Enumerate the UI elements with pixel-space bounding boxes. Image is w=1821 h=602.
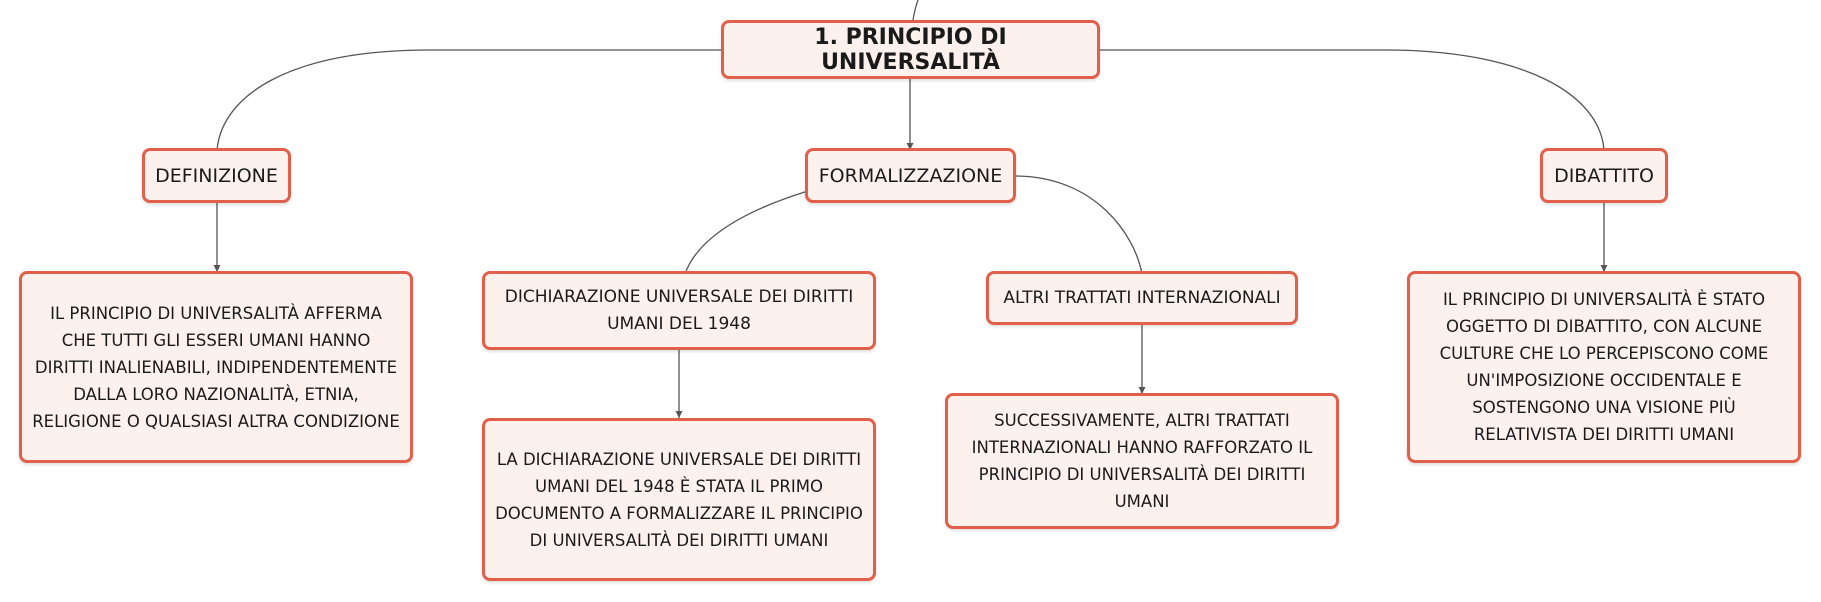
arrowhead: [675, 411, 683, 418]
connector-formalizzazione-dichiarazione: [684, 190, 809, 275]
node-dibattito-text[interactable]: IL PRINCIPIO DI UNIVERSALITÀ È STATO OGG…: [1407, 271, 1801, 463]
connector-root-dibattito: [1099, 49, 1605, 151]
root-title: 1. PRINCIPIO DI UNIVERSALITÀ: [814, 24, 1007, 75]
dibattito-label: DIBATTITO: [1554, 164, 1654, 187]
connector-root-definizione: [216, 49, 722, 151]
arrowhead: [906, 143, 914, 150]
dichiarazione-text: LA DICHIARAZIONE UNIVERSALE DEI DIRITTI …: [495, 449, 863, 550]
arrowhead: [1138, 387, 1146, 394]
node-definizione[interactable]: DEFINIZIONE: [142, 148, 291, 203]
node-dichiarazione[interactable]: DICHIARAZIONE UNIVERSALE DEI DIRITTI UMA…: [482, 271, 876, 350]
node-trattati-text[interactable]: SUCCESSIVAMENTE, ALTRI TRATTATI INTERNAZ…: [945, 393, 1339, 529]
connector-parent: [912, 0, 919, 21]
trattati-text: SUCCESSIVAMENTE, ALTRI TRATTATI INTERNAZ…: [971, 411, 1313, 511]
connector-formalizzazione-trattati: [1014, 175, 1143, 275]
root-node[interactable]: 1. PRINCIPIO DI UNIVERSALITÀ: [721, 20, 1100, 79]
node-definizione-text[interactable]: IL PRINCIPIO DI UNIVERSALITÀ AFFERMA CHE…: [19, 271, 413, 463]
arrowhead: [213, 265, 221, 272]
definizione-label: DEFINIZIONE: [155, 164, 278, 187]
arrowhead: [1600, 265, 1608, 272]
node-trattati[interactable]: ALTRI TRATTATI INTERNAZIONALI: [986, 271, 1298, 325]
formalizzazione-label: FORMALIZZAZIONE: [818, 164, 1003, 187]
dibattito-text: IL PRINCIPIO DI UNIVERSALITÀ È STATO OGG…: [1439, 290, 1769, 444]
trattati-label: ALTRI TRATTATI INTERNAZIONALI: [1003, 287, 1281, 308]
node-dichiarazione-text[interactable]: LA DICHIARAZIONE UNIVERSALE DEI DIRITTI …: [482, 418, 876, 581]
node-formalizzazione[interactable]: FORMALIZZAZIONE: [805, 148, 1016, 203]
definizione-text: IL PRINCIPIO DI UNIVERSALITÀ AFFERMA CHE…: [32, 303, 400, 431]
node-dibattito[interactable]: DIBATTITO: [1540, 148, 1668, 203]
dichiarazione-label: DICHIARAZIONE UNIVERSALE DEI DIRITTI UMA…: [504, 286, 854, 334]
